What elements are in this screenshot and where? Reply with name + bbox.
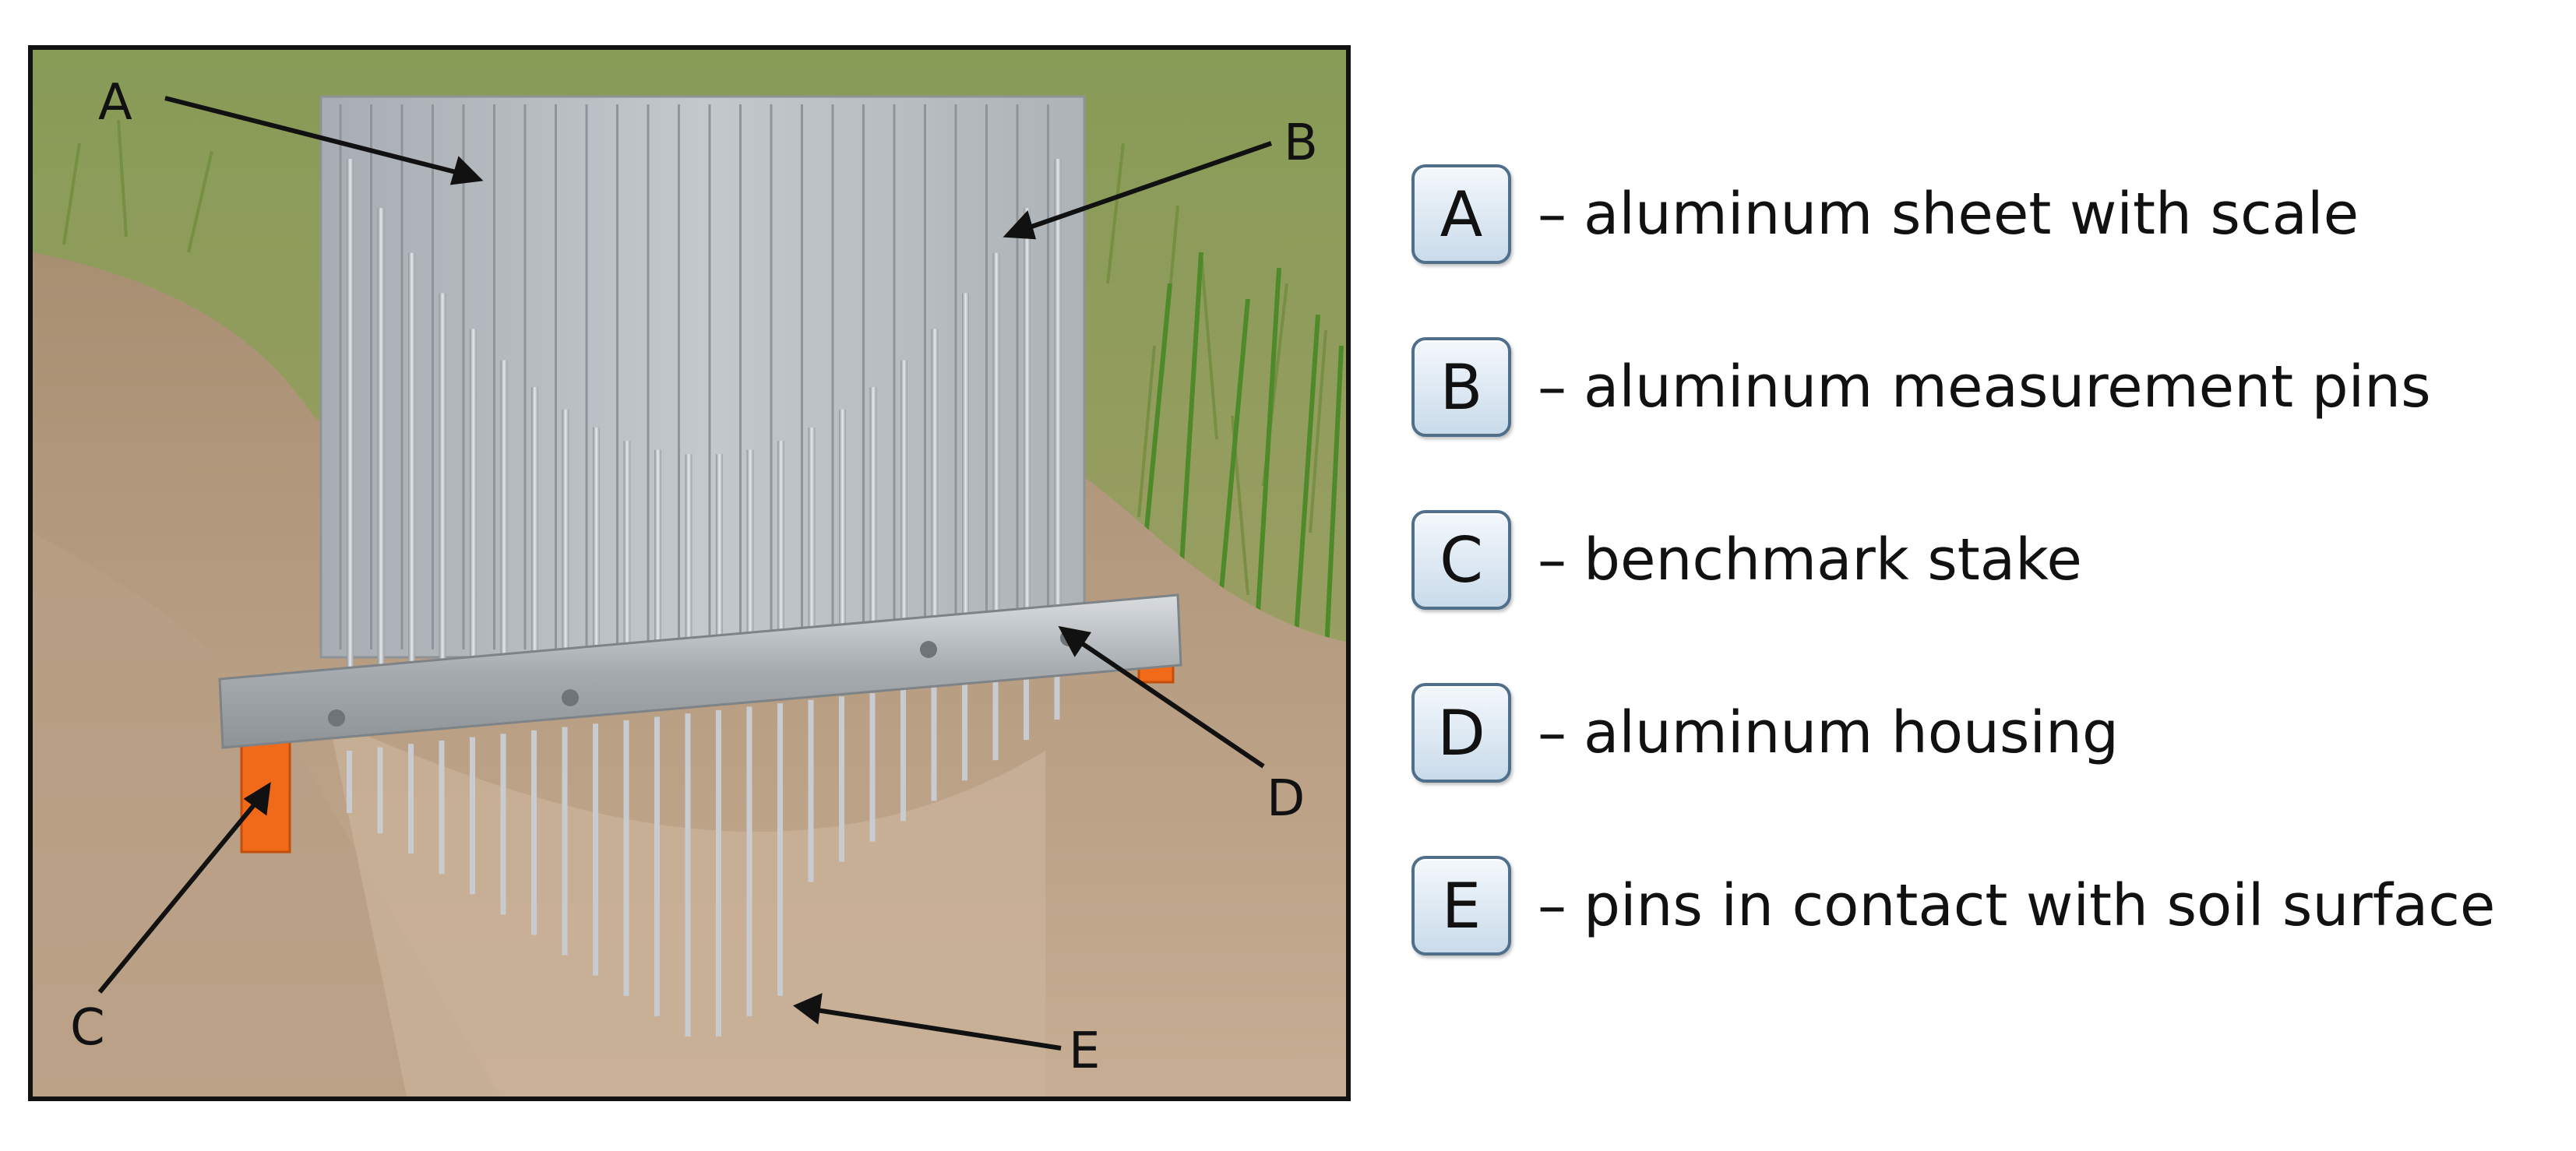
measurement-pin-lower — [685, 713, 691, 1037]
measurement-pin-upper — [900, 360, 907, 659]
measurement-pin-lower — [500, 734, 506, 915]
measurement-pin-upper — [377, 208, 385, 716]
measurement-pin-lower — [869, 693, 876, 842]
measurement-pin-upper — [531, 387, 538, 699]
legend-item: B – aluminum measurement pins — [1411, 335, 2549, 439]
measurement-pin-upper — [470, 329, 477, 706]
erosion-pin-meter-photo — [33, 50, 1346, 1096]
legend-item: A – aluminum sheet with scale — [1411, 162, 2549, 266]
measurement-pin-upper — [992, 252, 1000, 649]
measurement-pin-lower — [1054, 673, 1060, 720]
measurement-pin-lower — [746, 706, 752, 1016]
legend-key-c: C — [1411, 510, 1511, 610]
legend-dash: – — [1538, 181, 1566, 248]
measurement-pin-lower — [408, 744, 414, 854]
arrow-d — [1073, 636, 1265, 769]
measurement-pin-upper — [500, 360, 508, 703]
legend-dash: – — [1538, 526, 1566, 593]
measurement-pin-upper — [716, 454, 723, 679]
measurement-pin-lower — [1024, 676, 1029, 741]
sheet-scale-lines — [339, 104, 1049, 649]
measurement-pin-upper — [931, 329, 939, 656]
measurement-pin-lower — [593, 723, 598, 976]
legend-dash: – — [1538, 699, 1566, 766]
callout-label-b: B — [1284, 114, 1318, 172]
measurement-pin-upper — [746, 449, 754, 676]
aluminum-sheet — [319, 95, 1086, 659]
arrow-a — [164, 96, 466, 177]
measurement-pin-upper — [1024, 208, 1031, 646]
legend-key-a: A — [1411, 164, 1511, 264]
measurement-pins — [347, 159, 1062, 1037]
measurement-pin-upper — [839, 409, 846, 666]
measurement-pin-lower — [347, 751, 352, 813]
aluminum-housing — [218, 593, 1182, 749]
measurement-pin-lower — [377, 747, 383, 834]
arrow-c — [97, 796, 263, 994]
measurement-pin-upper — [962, 293, 969, 653]
callout-label-c: C — [70, 999, 105, 1057]
callout-arrows — [97, 96, 1272, 1051]
legend-text: aluminum sheet with scale — [1584, 181, 2359, 248]
measurement-pin-upper — [408, 252, 415, 713]
legend-item: E – pins in contact with soil surface — [1411, 854, 2549, 958]
measurement-pin-lower — [716, 709, 721, 1037]
measurement-pin-upper — [777, 441, 784, 673]
legend-text: benchmark stake — [1584, 526, 2082, 593]
measurement-pin-lower — [839, 696, 844, 862]
measurement-pin-lower — [470, 737, 475, 895]
callout-label-e: E — [1069, 1023, 1101, 1080]
measurement-pin-upper — [808, 427, 816, 669]
legend: A – aluminum sheet with scale B – alumin… — [1411, 162, 2549, 1026]
measurement-pin-lower — [531, 730, 537, 935]
legend-dash: – — [1538, 354, 1566, 421]
measurement-pin-lower — [931, 686, 937, 801]
measurement-pin-lower — [900, 689, 906, 822]
measurement-pin-lower — [808, 699, 814, 882]
measurement-pin-upper — [1054, 159, 1062, 642]
measurement-pin-upper — [347, 159, 354, 720]
measurement-pin-upper — [685, 454, 692, 683]
arrow-b — [1020, 141, 1272, 233]
photo-frame: A B C D E — [28, 45, 1351, 1101]
legend-key-d: D — [1411, 683, 1511, 783]
measurement-pin-lower — [439, 740, 445, 875]
legend-key-e: E — [1411, 856, 1511, 956]
measurement-pin-upper — [562, 409, 569, 696]
measurement-pin-lower — [992, 679, 999, 761]
legend-item: D – aluminum housing — [1411, 681, 2549, 785]
legend-key-b: B — [1411, 337, 1511, 437]
measurement-pin-upper — [623, 441, 631, 689]
measurement-pin-upper — [593, 427, 600, 693]
measurement-pin-lower — [777, 703, 783, 996]
callout-label-a: A — [98, 74, 132, 132]
measurement-pin-lower — [562, 727, 568, 956]
measurement-pin-lower — [623, 720, 629, 996]
legend-text: pins in contact with soil surface — [1584, 872, 2496, 939]
legend-text: aluminum housing — [1584, 699, 2119, 766]
measurement-pin-upper — [869, 387, 877, 663]
callout-label-d: D — [1267, 770, 1306, 828]
legend-item: C – benchmark stake — [1411, 508, 2549, 612]
measurement-pin-lower — [654, 716, 660, 1016]
legend-text: aluminum measurement pins — [1584, 354, 2431, 421]
arrow-e — [811, 1007, 1062, 1051]
measurement-pin-lower — [962, 683, 967, 781]
measurement-pin-upper — [439, 293, 446, 709]
measurement-pin-upper — [654, 449, 661, 686]
legend-dash: – — [1538, 872, 1566, 939]
